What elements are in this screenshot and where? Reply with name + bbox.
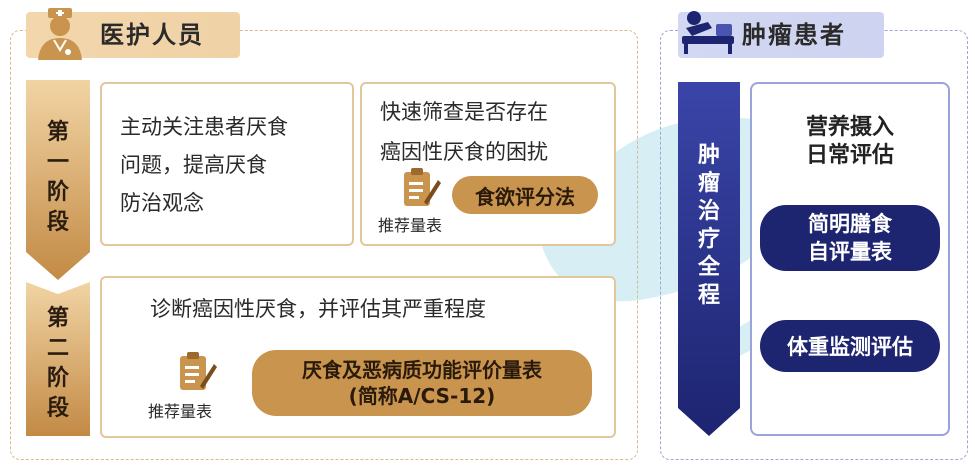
patient-title: 肿瘤患者 xyxy=(742,21,846,49)
diet-self-assessment-pill: 简明膳食 自评量表 xyxy=(760,205,940,271)
stage2-label: 第 二 阶 段 xyxy=(26,304,90,424)
stage2-diagnosis-text: 诊断癌因性厌食，并评估其严重程度 xyxy=(150,297,486,321)
stage-char: 段 xyxy=(46,396,69,421)
weight-monitoring-pill: 体重监测评估 xyxy=(760,320,940,372)
stage1-screening-text: 快速筛查是否存在 癌因性厌食的困扰 xyxy=(380,92,612,172)
clipboard-pen-icon xyxy=(404,168,441,206)
treatment-course-arrow xyxy=(678,82,740,436)
title-line: 日常评估 xyxy=(805,143,894,168)
text-line: 问题，提高厌食 xyxy=(120,153,267,177)
vertical-char: 肿 xyxy=(697,143,720,168)
stage1-label: 第 一 阶 段 xyxy=(26,118,90,238)
staff-title: 医护人员 xyxy=(100,21,204,49)
stage1-awareness-text: 主动关注患者厌食 问题，提高厌食 防治观念 xyxy=(120,108,342,222)
pill-line: 自评量表 xyxy=(808,240,892,264)
vertical-char: 治 xyxy=(697,199,720,224)
vertical-char: 程 xyxy=(697,283,720,308)
text-line: 快速筛查是否存在 xyxy=(380,100,548,124)
pill-line: (简称A/CS-12) xyxy=(348,384,496,408)
stage1-awareness-box xyxy=(100,82,354,246)
stage-char: 第 xyxy=(46,120,69,145)
stage-char: 段 xyxy=(46,210,69,235)
stage-char: 阶 xyxy=(46,180,69,205)
recommended-scale-label: 推荐量表 xyxy=(378,216,443,235)
vertical-char: 全 xyxy=(697,255,720,280)
stage1-screening-box xyxy=(360,82,616,246)
doctor-icon xyxy=(38,8,82,60)
text-line: 主动关注患者厌食 xyxy=(120,115,288,139)
stage-char: 一 xyxy=(46,150,69,175)
acs12-scale-pill: 厌食及恶病质功能评价量表 (简称A/CS-12) xyxy=(252,350,592,416)
stage-char: 第 xyxy=(46,306,69,331)
text-line: 防治观念 xyxy=(120,191,204,215)
treatment-course-label: 肿 瘤 治 疗 全 程 xyxy=(678,142,740,310)
stage-char: 阶 xyxy=(46,366,69,391)
patient-icon xyxy=(682,11,734,54)
staff-panel xyxy=(10,30,638,460)
patient-header xyxy=(678,12,884,58)
stage1-arrow xyxy=(26,80,90,280)
recommended-scale-label: 推荐量表 xyxy=(148,402,213,421)
stage-char: 二 xyxy=(46,336,69,361)
pill-line: 厌食及恶病质功能评价量表 xyxy=(302,358,542,382)
title-line: 营养摄入 xyxy=(805,115,894,140)
pill-line: 简明膳食 xyxy=(808,212,892,236)
stage2-bar xyxy=(26,282,90,436)
vertical-char: 疗 xyxy=(697,227,720,252)
vertical-char: 瘤 xyxy=(697,171,720,196)
nutrition-assessment-title: 营养摄入 日常评估 xyxy=(750,114,950,170)
text-line: 癌因性厌食的困扰 xyxy=(380,140,548,164)
appetite-score-pill: 食欲评分法 xyxy=(452,176,598,214)
clipboard-pen-icon xyxy=(180,352,217,390)
